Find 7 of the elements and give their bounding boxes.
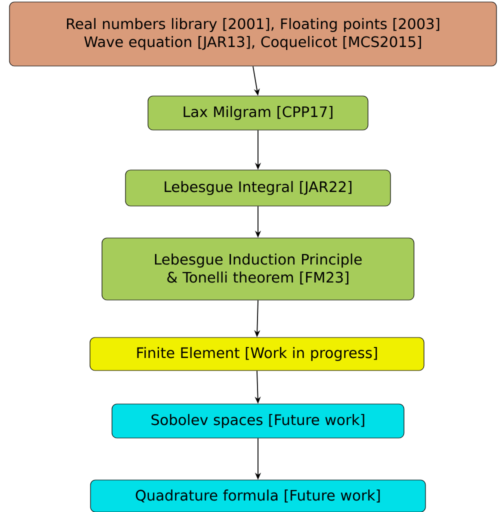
process-box: Lebesgue Induction Principle & Tonelli theorem [FM23] xyxy=(102,238,414,300)
process-box: Sobolev spaces [Future work] xyxy=(112,404,404,438)
process-box: Quadrature formula [Future work] xyxy=(90,480,426,512)
process-box: Lebesgue Integral [JAR22] xyxy=(125,170,391,206)
process-box: Real numbers library [2001], Floating points [2003] Wave equation [JAR13], Coquelicot [MCS2015] xyxy=(9,2,497,66)
process-box: Finite Element [Work in progress] xyxy=(90,337,424,371)
process-box: Lax Milgram [CPP17] xyxy=(148,96,368,130)
